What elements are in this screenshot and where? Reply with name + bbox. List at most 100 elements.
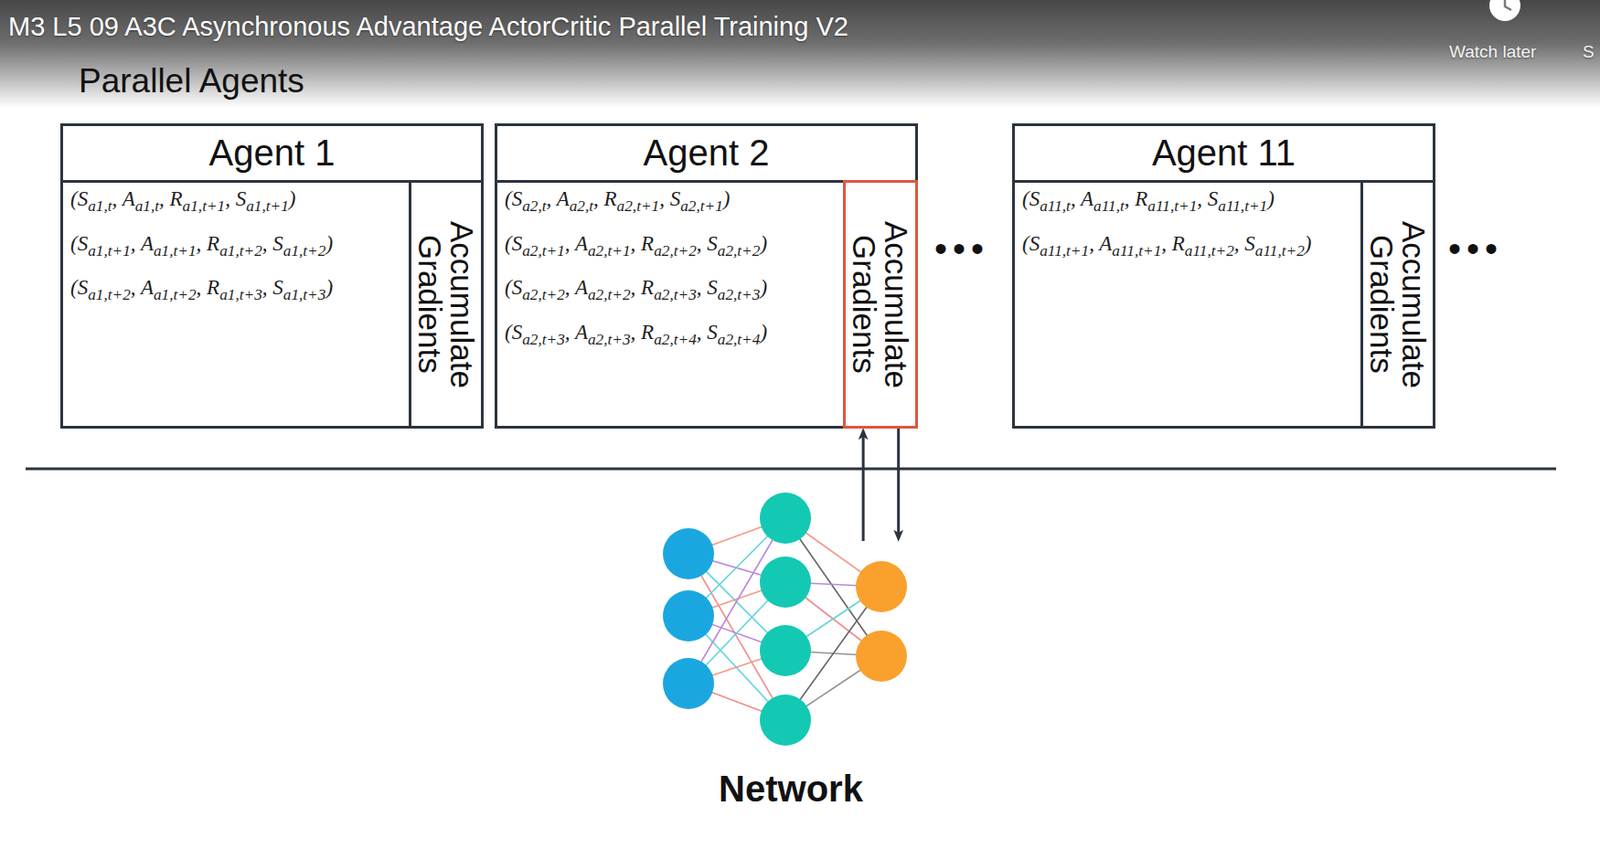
slide-heading: Parallel Agents [78, 64, 305, 98]
input-unit [662, 528, 715, 580]
subscript: a2,t+2 [653, 241, 697, 259]
transition-tuple: (Sa11,t+1, Aa11,t+1, Ra11,t+2, Sa11,t+2) [1022, 224, 1312, 270]
subscript: a2,t [569, 197, 594, 215]
tuple-symbol: S [1029, 187, 1041, 211]
subscript: a1,t+2 [219, 241, 263, 259]
subscript: a1,t+3 [219, 286, 263, 304]
tuple-symbol: S [1244, 232, 1256, 256]
divider-line [25, 468, 1557, 471]
clock-face [1489, 0, 1521, 22]
subscript: a1,t+2 [87, 286, 131, 304]
tuple-symbol: ( [70, 187, 78, 211]
tuple-symbol: A [575, 276, 588, 299]
tuple-symbol: R [206, 276, 220, 299]
tuple-symbol: A [1080, 187, 1094, 211]
tuple-symbol: R [640, 276, 654, 299]
tuple-symbol: A [575, 320, 588, 344]
tuple-symbol: S [512, 187, 523, 211]
transition-tuple: (Sa2,t+1, Aa2,t+1, Ra2,t+2, Sa2,t+2) [504, 224, 768, 270]
tuple-symbol: S [77, 276, 89, 299]
tuple-symbol: S [77, 232, 89, 256]
tuple-symbol: ) [759, 232, 768, 256]
agent-header: Agent 1 [63, 126, 481, 183]
subscript: a11,t+1 [1039, 241, 1089, 259]
subscript: a1,t [135, 197, 160, 215]
ellipsis-dots: ••• [934, 230, 990, 267]
tuple-symbol: R [1172, 232, 1185, 256]
subscript: a11,t+2 [1255, 241, 1305, 259]
tuple-symbol: S [512, 276, 523, 299]
tuple-symbol: S [512, 232, 523, 256]
tuple-symbol: , [196, 232, 208, 256]
tuple-list: (Sa2,t, Aa2,t, Ra2,t+1, Sa2,t+1)(Sa2,t+1… [497, 180, 768, 358]
tuple-symbol: , [630, 276, 642, 299]
transition-tuple: (Sa1,t+2, Aa1,t+2, Ra1,t+3, Sa1,t+3) [70, 268, 333, 314]
tuple-symbol: , [130, 276, 141, 299]
transition-tuple: (Sa1,t+1, Aa1,t+1, Ra1,t+2, Sa1,t+2) [70, 224, 333, 270]
tuple-symbol: , [630, 232, 642, 256]
accumulate-gradients-box: Accumulate Gradients [1360, 180, 1436, 429]
tuple-symbol: R [604, 187, 618, 211]
tuple-symbol: S [670, 187, 682, 211]
tuple-symbol: ( [1022, 232, 1030, 256]
tuple-symbol: , [262, 276, 274, 299]
tuple-symbol: S [706, 232, 718, 256]
watch-later-label: Watch later [1449, 42, 1536, 61]
tuple-symbol: , [593, 187, 605, 211]
share-label: S [1582, 42, 1595, 61]
video-title: M3 L5 09 A3C Asynchronous Advantage Acto… [8, 13, 849, 41]
subscript: a2,t+4 [653, 330, 697, 348]
network-label: Network [718, 768, 864, 811]
accumulate-gradients-box: Accumulate Gradients [842, 180, 918, 429]
tuple-symbol: ( [70, 232, 78, 256]
transition-tuple: (Sa1,t, Aa1,t, Ra1,t+1, Sa1,t+1) [70, 180, 297, 225]
neural-network-units [662, 492, 907, 747]
tuple-symbol: , [696, 276, 708, 299]
tuple-symbol: , [224, 187, 236, 211]
tuple-symbol: , [696, 232, 708, 256]
hidden-unit [759, 556, 811, 608]
subscript: a1,t+2 [153, 286, 197, 304]
subscript: a11,t+1 [1217, 197, 1268, 215]
tuple-symbol: , [112, 187, 123, 211]
tuple-symbol: , [1196, 187, 1208, 211]
tuple-symbol: ) [759, 320, 768, 344]
tuple-symbol: S [272, 276, 284, 299]
subscript: a2,t+3 [717, 286, 761, 304]
tuple-symbol: S [1029, 232, 1041, 256]
agent-box: Agent 11(Sa11,t, Aa11,t, Ra11,t+1, Sa11,… [1012, 123, 1436, 429]
tuple-symbol: ( [70, 276, 78, 299]
ellipsis-dots: ••• [1448, 230, 1504, 267]
tuple-symbol: R [640, 232, 654, 256]
tuple-symbol: , [696, 320, 708, 344]
tuple-list: (Sa1,t, Aa1,t, Ra1,t+1, Sa1,t+1)(Sa1,t+1… [63, 180, 333, 314]
agent-box: Agent 1(Sa1,t, Aa1,t, Ra1,t+1, Sa1,t+1)(… [60, 123, 484, 429]
tuple-symbol: , [630, 320, 642, 344]
tuple-symbol: ) [288, 187, 297, 211]
arrow-connector [896, 428, 900, 534]
tuple-symbol: A [140, 232, 154, 256]
tuple-symbol: , [262, 232, 274, 256]
subscript: a1,t+2 [283, 241, 327, 259]
column-label: Accumulate Gradients [848, 190, 913, 419]
subscript: a2,t+1 [522, 241, 566, 259]
accumulate-gradients-box: Accumulate Gradients [408, 180, 484, 429]
agent-box: Agent 2(Sa2,t, Aa2,t, Ra2,t+1, Sa2,t+1)(… [494, 123, 918, 429]
tuple-symbol: A [1098, 232, 1112, 256]
subscript: a2,t [522, 197, 546, 215]
subscript: a11,t+2 [1184, 241, 1235, 259]
tuple-symbol: S [235, 187, 247, 211]
arrow-connector [862, 437, 865, 542]
agent-header: Agent 2 [497, 126, 916, 183]
transition-tuple: (Sa2,t+2, Aa2,t+2, Ra2,t+3, Sa2,t+3) [504, 268, 768, 314]
tuple-symbol: , [159, 187, 171, 211]
subscript: a2,t+2 [522, 286, 566, 304]
tuple-symbol: S [272, 232, 284, 256]
hidden-unit [759, 492, 811, 544]
tuple-symbol: ) [325, 232, 333, 256]
clock-icon [1489, 0, 1521, 22]
subscript: a2,t+3 [522, 330, 566, 348]
subscript: a1,t [87, 197, 112, 215]
clock-hands [1504, 0, 1512, 11]
subscript: a11,t [1093, 197, 1125, 215]
